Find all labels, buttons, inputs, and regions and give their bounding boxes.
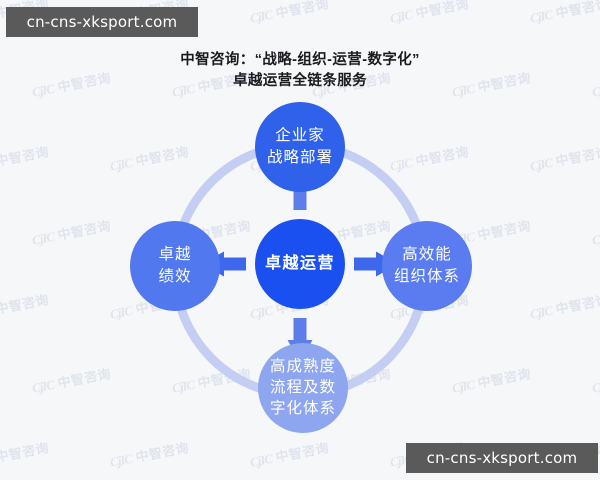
page-title-line-1: 中智咨询：“战略-组织-运营-数字化” bbox=[180, 52, 420, 68]
node-left-circle bbox=[130, 221, 220, 311]
page-title: 中智咨询：“战略-组织-运营-数字化” 卓越运营全链条服务 bbox=[0, 50, 600, 92]
node-left-label-2: 绩效 bbox=[158, 267, 191, 285]
center-node-group: 卓越运营 bbox=[255, 219, 345, 309]
node-top-circle bbox=[255, 102, 345, 192]
center-node-center-circle bbox=[255, 219, 345, 309]
watermark-url-bar-bottom: cn-cns-xksport.com bbox=[406, 443, 598, 473]
center-node-center-label-1: 卓越运营 bbox=[265, 253, 335, 272]
node-left-label-1: 卓越 bbox=[158, 245, 191, 263]
node-top-label-2: 战略部署 bbox=[267, 148, 333, 166]
node-top-label-1: 企业家 bbox=[275, 126, 325, 144]
node-bottom-label-1: 高成熟度 bbox=[270, 357, 336, 375]
node-right-circle bbox=[382, 221, 472, 311]
center-node-center[interactable]: 卓越运营 bbox=[255, 219, 345, 309]
node-bottom-label-2: 流程及数 bbox=[270, 378, 336, 396]
page-title-line-2: 卓越运营全链条服务 bbox=[232, 73, 368, 89]
node-right-label-1: 高效能 bbox=[402, 245, 452, 263]
node-bottom-circle bbox=[258, 343, 348, 433]
node-bottom-label-3: 字化体系 bbox=[270, 399, 336, 417]
watermark-url-bar-top: cn-cns-xksport.com bbox=[6, 7, 198, 37]
node-right-label-2: 组织体系 bbox=[394, 267, 460, 285]
